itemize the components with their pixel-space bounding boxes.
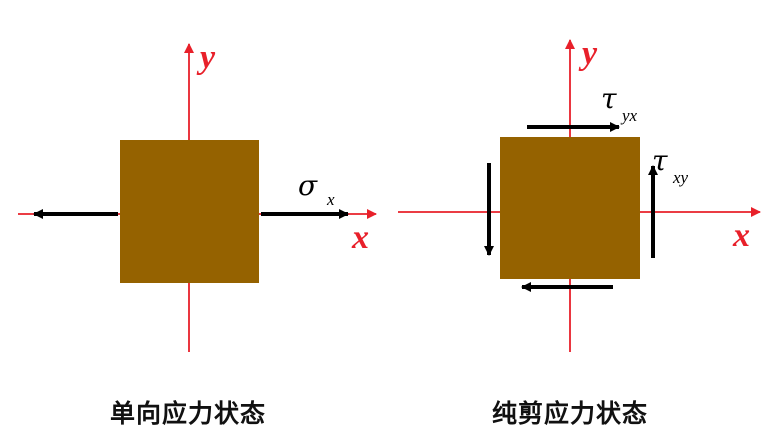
left-x-axis-label: x [351,219,369,256]
right-caption: 纯剪应力状态 [491,399,648,428]
left-caption: 单向应力状态 [109,399,266,428]
tau-xy-subscript: xy [672,168,689,187]
left-y-axis-label: y [196,39,216,76]
tau-yx-subscript: yx [620,106,638,125]
left-stress-block [120,140,259,283]
left-panel: y x σ x [18,39,377,352]
tau-xy-symbol: τ [652,144,668,177]
right-y-axis-label: y [578,35,598,72]
right-x-axis-label: x [732,217,750,254]
right-stress-block [500,137,640,279]
tau-yx-symbol: τ [601,82,617,115]
sigma-subscript: x [326,190,335,209]
right-panel: y x τ yx τ xy [398,35,761,352]
sigma-symbol: σ [298,169,318,202]
